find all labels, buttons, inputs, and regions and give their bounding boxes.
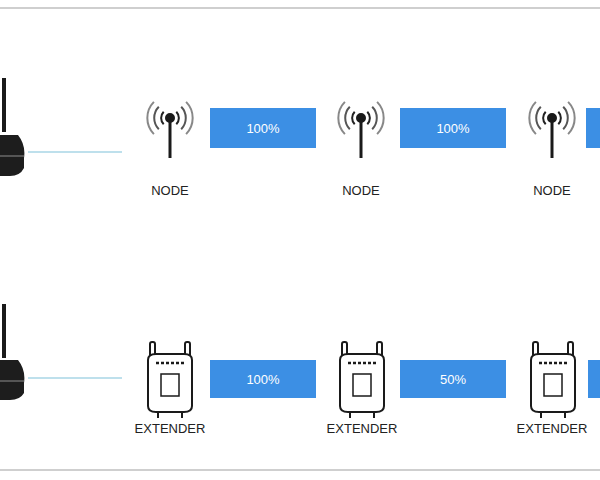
- extender-symbol: [148, 342, 192, 418]
- mesh-node: NODE: [321, 92, 401, 198]
- signal-bar: 100%: [210, 108, 316, 148]
- device-label: NODE: [517, 183, 587, 198]
- device-label: NODE: [321, 183, 401, 198]
- mesh-node: NODE: [130, 92, 210, 198]
- extender-node: EXTENDER: [508, 326, 596, 436]
- antenna-symbol: [147, 102, 192, 158]
- device-icon: [508, 326, 596, 418]
- signal-bar: 50%: [400, 360, 506, 398]
- percent-label: 100%: [246, 121, 279, 136]
- extender-symbol: [340, 342, 384, 418]
- signal-bar: [586, 108, 600, 148]
- signal-bar: [588, 360, 600, 398]
- extender-node: EXTENDER: [120, 326, 220, 436]
- router-icon: [0, 304, 122, 400]
- antenna-symbol: [338, 102, 383, 158]
- percent-label: 100%: [436, 121, 469, 136]
- extender-node: EXTENDER: [312, 326, 412, 436]
- device-label: EXTENDER: [312, 421, 412, 436]
- device-label: EXTENDER: [508, 421, 596, 436]
- device-icon: [120, 326, 220, 418]
- frame: [0, 8, 600, 470]
- percent-label: 50%: [440, 372, 466, 387]
- device-icon: [321, 92, 401, 180]
- device-icon: [130, 92, 210, 180]
- signal-bar: 100%: [400, 108, 506, 148]
- device-label: NODE: [130, 183, 210, 198]
- mesh-node: NODE: [517, 92, 587, 198]
- signal-bar: 100%: [210, 360, 316, 398]
- extender-symbol: [531, 342, 575, 418]
- device-icon: [312, 326, 412, 418]
- antenna-symbol: [529, 102, 574, 158]
- router-icon: [0, 78, 122, 176]
- device-label: EXTENDER: [120, 421, 220, 436]
- percent-label: 100%: [246, 372, 279, 387]
- device-icon: [517, 92, 587, 180]
